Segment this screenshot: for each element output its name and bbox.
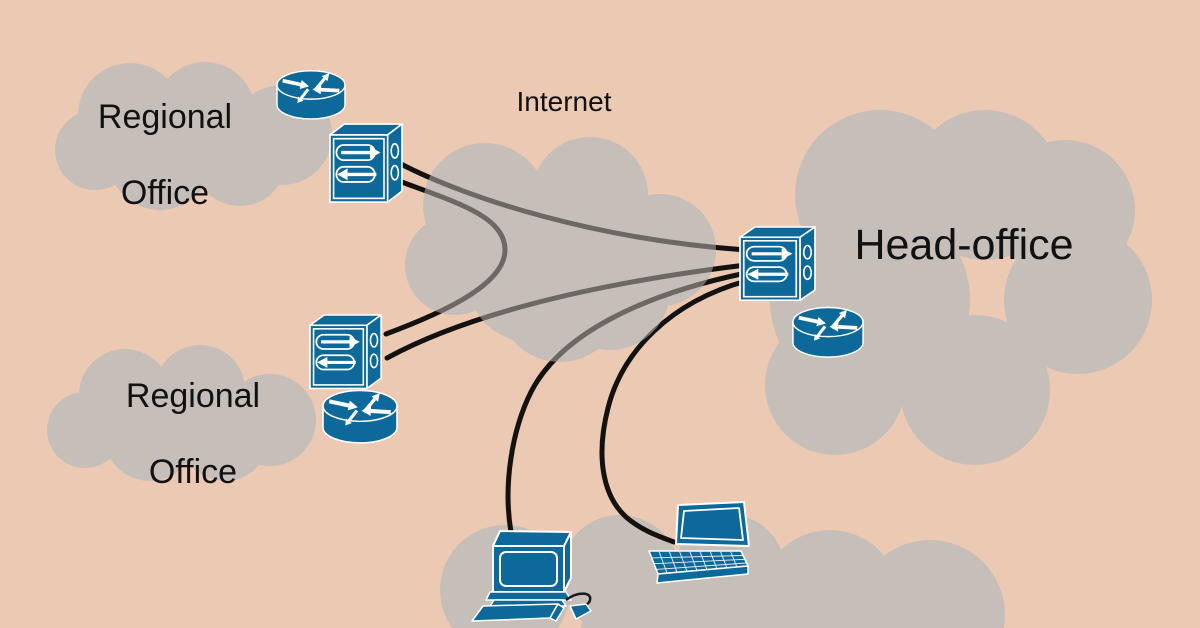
head-office-cloud	[765, 110, 1152, 465]
head-office-label: Head-office	[854, 221, 1074, 269]
router-icon	[792, 306, 864, 358]
vpn-switch-icon	[308, 313, 383, 391]
laptop-icon	[648, 501, 750, 584]
desktop-computer-icon	[471, 530, 592, 622]
vpn-switch-icon	[328, 122, 404, 204]
internet-cloud-overlay	[405, 137, 716, 362]
regional-office-bottom-label-line1: Regional	[125, 377, 261, 415]
regional-office-top-label-line1: Regional	[97, 98, 233, 136]
regional-office-top-label-line2: Office	[120, 174, 210, 212]
regional-office-bottom-cloud	[47, 345, 316, 481]
regional-office-bottom-label: Regional Office	[68, 377, 318, 491]
internet-label: Internet	[516, 86, 612, 117]
regional-office-top-label: Regional Office	[40, 98, 290, 212]
mouse-icon	[569, 603, 592, 620]
router-icon	[322, 389, 398, 444]
regional-office-bottom-label-line2: Office	[148, 453, 238, 491]
regional-office-top-cloud	[55, 62, 332, 210]
connection-head-office-to-laptop	[599, 278, 749, 545]
vpn-switch-icon	[738, 225, 817, 302]
